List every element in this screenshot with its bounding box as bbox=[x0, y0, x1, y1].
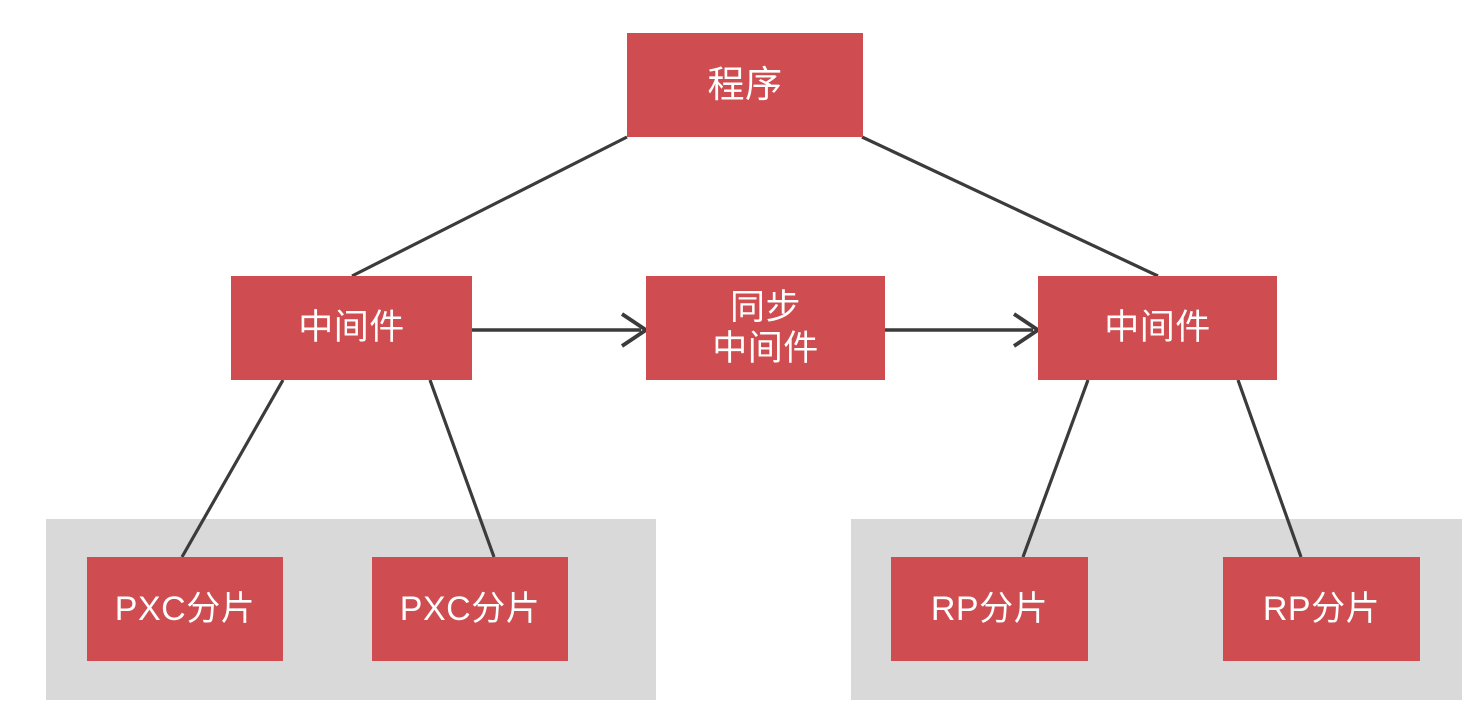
edge-sync-to-middleware-right-arrowhead bbox=[1012, 312, 1042, 348]
node-rp-shard-2[interactable]: RP分片 bbox=[1223, 557, 1420, 661]
edge-app-to-middleware-left bbox=[351, 135, 628, 278]
node-pxc-shard-2[interactable]: PXC分片 bbox=[372, 557, 568, 661]
node-middleware-left[interactable]: 中间件 bbox=[231, 276, 472, 380]
node-pxc-shard-1[interactable]: PXC分片 bbox=[87, 557, 283, 661]
node-app[interactable]: 程序 bbox=[627, 33, 863, 137]
node-sync-middleware[interactable]: 同步 中间件 bbox=[646, 276, 885, 380]
node-middleware-right[interactable]: 中间件 bbox=[1038, 276, 1277, 380]
node-rp-shard-1[interactable]: RP分片 bbox=[891, 557, 1088, 661]
edge-app-to-middleware-right bbox=[861, 135, 1159, 278]
edge-middleware-left-to-sync-arrowhead bbox=[620, 312, 650, 348]
